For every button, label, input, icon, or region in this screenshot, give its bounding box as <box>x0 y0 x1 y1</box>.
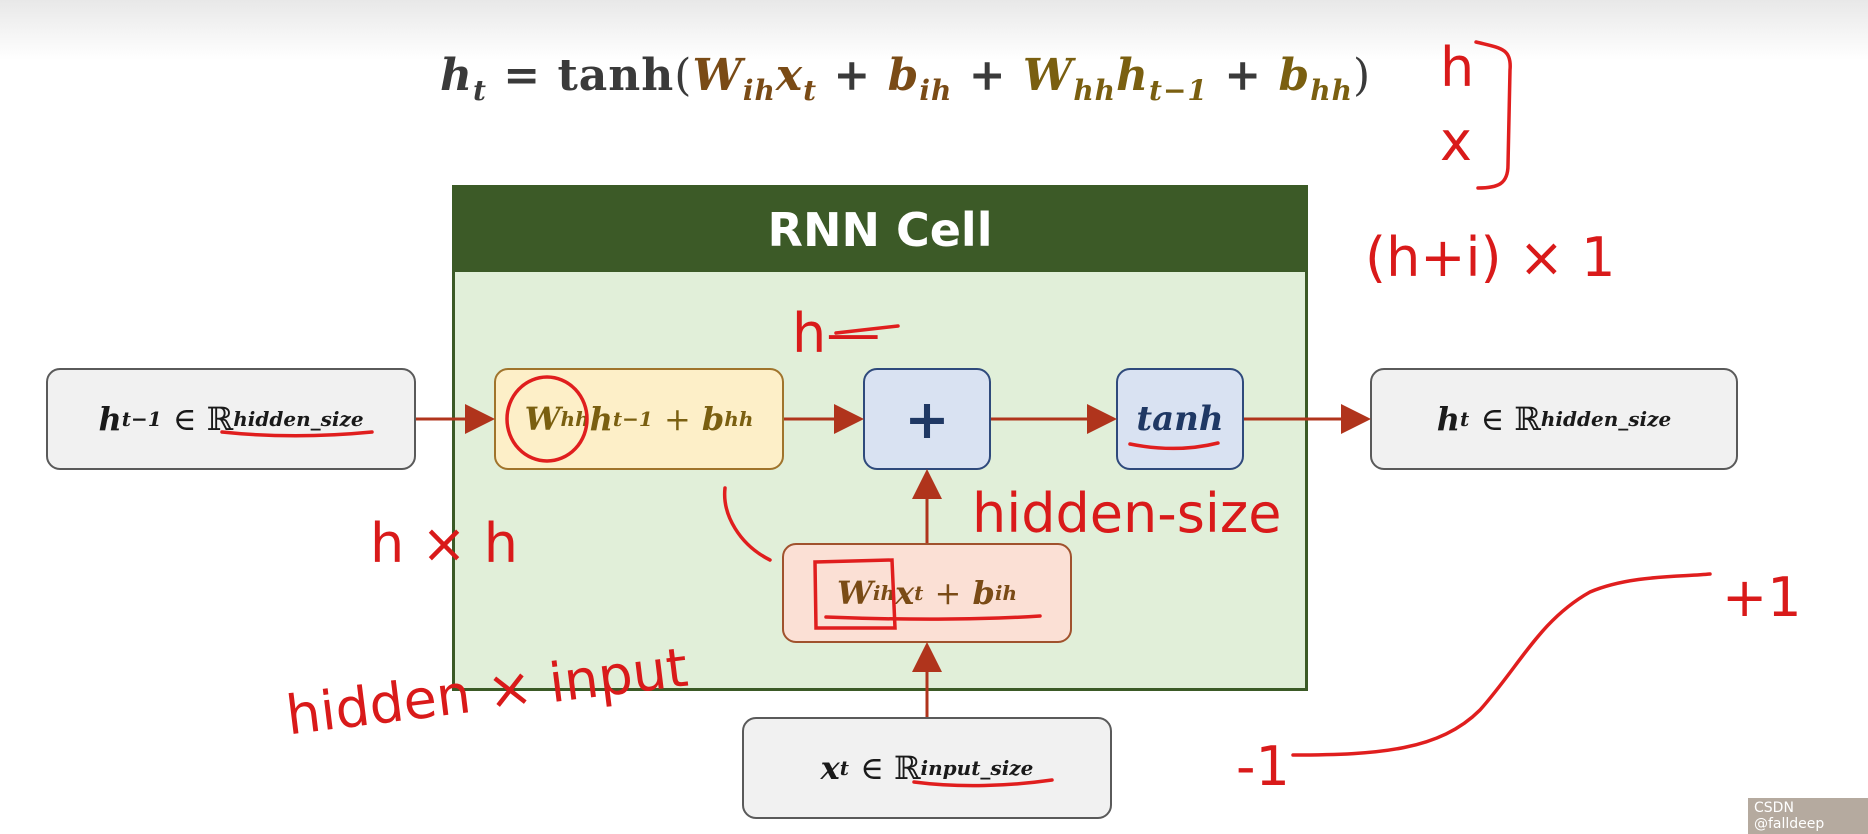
formula-plus-3: + <box>1224 50 1263 101</box>
handwritten-dash <box>834 324 900 335</box>
handwritten-h-dash: h— <box>792 302 881 365</box>
whh-h: h <box>589 400 613 438</box>
wih-b: b <box>972 574 995 612</box>
handwritten-connector <box>722 486 772 562</box>
h-out-sup: hidden_size <box>1540 407 1672 431</box>
whh-b: b <box>701 400 725 438</box>
h-prev-var: h <box>98 400 122 438</box>
formula-equals: = <box>503 50 542 101</box>
formula-lhs-sub: t <box>473 74 487 107</box>
handwritten-h-times-h: h × h <box>370 512 519 575</box>
tanh-box: tanh <box>1116 368 1244 470</box>
formula-open-paren: ( <box>674 50 693 101</box>
h-out-rel: ∈ ℝ <box>1480 400 1541 438</box>
handwritten-hidden-size: hidden-size <box>972 482 1282 545</box>
handwritten-curve <box>1291 572 1712 757</box>
formula-w-ih: W <box>692 50 743 101</box>
whh-plus: + <box>663 400 691 438</box>
formula-close-paren: ) <box>1352 50 1372 101</box>
circle-w-hh <box>505 375 589 463</box>
formula-x-sub: t <box>803 74 818 107</box>
h-prev-sub: t−1 <box>121 407 162 431</box>
underline-wih <box>824 614 1042 621</box>
h-out-sub: t <box>1460 407 1470 431</box>
wih-x: x <box>895 574 915 612</box>
rnn-formula: ht = tanh(Wihxt + bih + Whhht−1 + bhh) <box>440 50 1371 107</box>
wih-b-sub: ih <box>994 581 1017 605</box>
handwritten-h: h <box>1440 36 1475 99</box>
formula-b-hh: b <box>1278 50 1311 101</box>
whh-h-sub: t−1 <box>612 407 653 431</box>
handwritten-x: x <box>1440 110 1472 173</box>
formula-plus-1: + <box>833 50 872 101</box>
formula-w-hh-sub: hh <box>1073 74 1117 107</box>
underline-tanh <box>1128 441 1220 451</box>
credit-watermark: CSDN @falldeep <box>1748 798 1868 834</box>
h-out-var: h <box>1436 400 1461 438</box>
formula-lhs: h <box>440 50 473 101</box>
formula-h-prev: h <box>1116 50 1150 101</box>
whh-b-sub: hh <box>724 407 754 431</box>
formula-b-ih-sub: ih <box>919 74 953 107</box>
formula-h-prev-sub: t−1 <box>1149 74 1208 107</box>
wih-x-sub: t <box>914 581 924 605</box>
handwritten-h-plus-i: (h+i) × 1 <box>1365 226 1616 289</box>
formula-func: tanh <box>557 50 675 101</box>
top-fade <box>0 0 1868 60</box>
handwritten-minus-one: -1 <box>1236 735 1290 798</box>
plus-box: + <box>863 368 991 470</box>
whh-w: W <box>524 400 561 438</box>
underline-hout-sup <box>912 778 1054 788</box>
formula-b-hh-sub: hh <box>1310 74 1353 107</box>
formula-w-hh: W <box>1022 50 1074 101</box>
formula-x: x <box>775 50 804 101</box>
wih-w: W <box>836 574 873 612</box>
wih-plus: + <box>934 574 962 612</box>
x-in-var: x <box>820 749 840 787</box>
x-in-rel: ∈ ℝ <box>860 749 921 787</box>
formula-plus-2: + <box>968 50 1007 101</box>
x-in-sub: t <box>839 756 849 780</box>
box-w-ih <box>813 558 897 630</box>
formula-w-ih-sub: ih <box>742 74 776 107</box>
wih-w-sub: ih <box>872 581 896 605</box>
underline-hprev-sup <box>220 430 374 438</box>
h-prev-sup: hidden_size <box>233 407 364 431</box>
x-in-sup: input_size <box>920 756 1034 780</box>
handwritten-plus-one: +1 <box>1722 566 1802 629</box>
handwritten-bracket <box>1474 40 1512 190</box>
rnn-cell-title: RNN Cell <box>455 188 1305 272</box>
formula-b-ih: b <box>887 50 920 101</box>
